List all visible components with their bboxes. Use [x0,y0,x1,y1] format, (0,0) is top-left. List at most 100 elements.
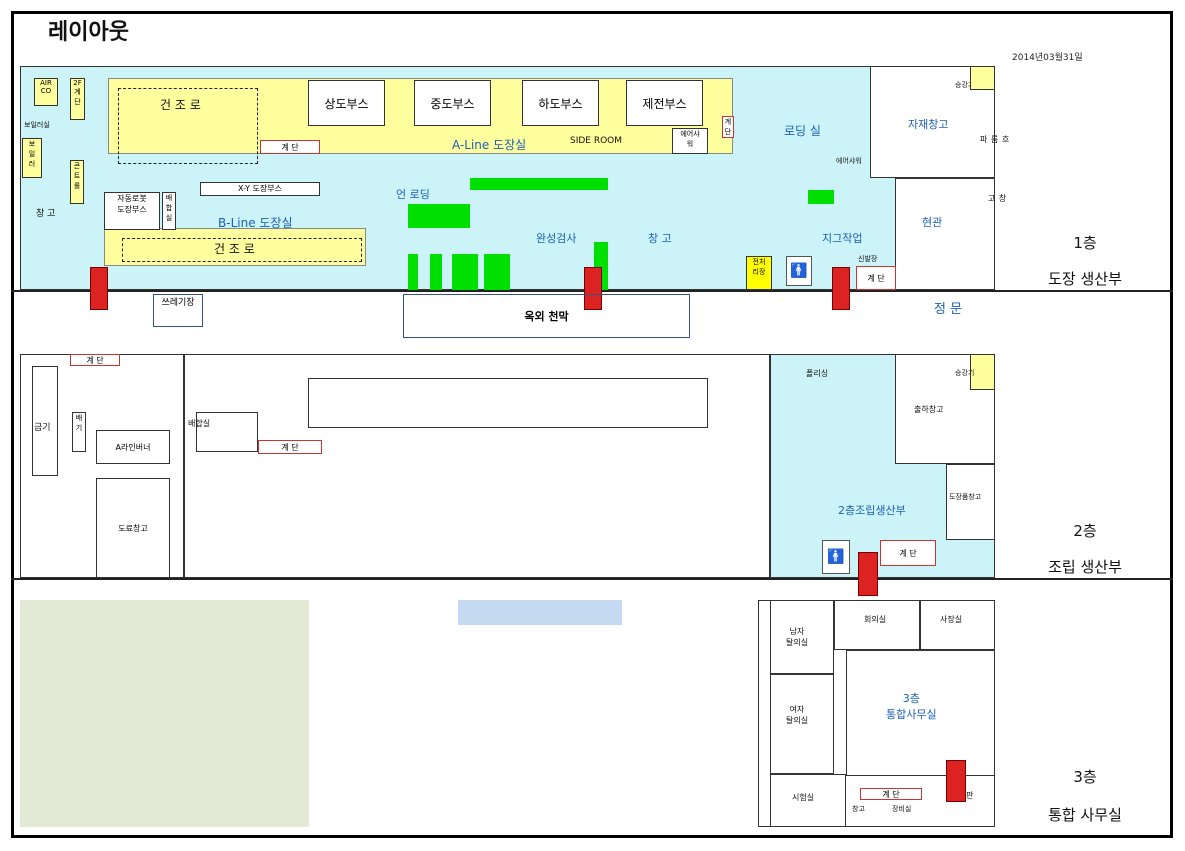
floor2-separator [11,578,1173,580]
men-locker-label: 남자 탈의실 [786,627,809,647]
men-locker-room [770,600,834,674]
assembly-label: 2층조립생산부 [838,504,906,517]
polish-label: 폴리싱 [806,369,829,378]
green-block-1 [408,204,470,228]
stair-f2-left: 계 단 [70,354,120,366]
shipping-storage-label: 출하창고 [914,405,944,414]
exhaust-box: 배 기 [72,412,86,452]
equipment-label: 장비실 [892,805,912,813]
paint-storage-2-box: 도료창고 [96,478,170,578]
stair-a-line: 계 단 [260,140,320,154]
final-inspection-label: 완성검사 [536,232,577,245]
loading-room-label: 로딩 실 [784,124,821,138]
air-shower-2-label: 에어샤워 [836,157,862,165]
green-block-4 [452,254,478,290]
b-line-dry-label: 건 조 로 [214,242,255,256]
fire-extinguisher-icon [832,267,850,310]
floor2-center-block [308,378,708,428]
green-block-5 [484,254,510,290]
pretreat-box: 전처 리장 [746,256,772,290]
ventilation-label: 흐 름 파 [979,135,1010,143]
boiler-box: 보 일 러 [22,138,42,178]
floor3-blue-area [458,600,622,625]
mixing-box-f1: 배 합 실 [162,192,176,230]
plan-frame [11,11,1173,838]
xy-booth-box: X-Y 도장부스 [200,182,320,196]
stair-f2-right: 계 단 [880,540,936,566]
control-box: 콘 트 롤 [70,160,84,204]
b-line-dry-area [104,228,366,266]
restroom-icon-f2: 🚹 [822,540,850,574]
storage-f3-label: 창고 [852,805,865,813]
a-line-label: A-Line 도장실 [452,138,527,152]
b-line-label: B-Line 도장실 [218,216,293,230]
women-locker-label: 여자 탈의실 [786,705,809,725]
president-label: 사장실 [940,615,963,624]
office-room [846,650,995,776]
lift-label-f2: 승강기 [955,369,975,377]
meeting-label: 회의실 [864,615,887,624]
lift-box-f2 [970,354,995,390]
fire-extinguisher-icon [858,552,878,596]
materials-storage-label: 자재창고 [908,118,949,131]
paint-storage-room [32,366,58,476]
booth-base-coat: 하도부스 [522,80,599,126]
booth-antistatic: 제전부스 [626,80,703,126]
floor3-green-area [20,600,309,827]
floor3-name: 통합 사무실 [1048,806,1122,824]
floor2-number: 2층 [1073,522,1097,540]
a-line-dry-loop [118,88,258,164]
jig-work-label: 지그작업 [822,232,863,245]
page-title: 레이아웃 [48,20,129,45]
entrance-label: 현관 [922,216,943,229]
floor1-number: 1층 [1073,234,1097,252]
side-room-label: SIDE ROOM [570,136,623,146]
painted-storage-label: 도장품창고 [949,493,982,501]
conveyor-green-top [470,178,608,190]
floor1-name: 도장 생산부 [1048,270,1122,288]
test-room [770,774,846,827]
storage-right-label: 창 고 [987,194,1007,202]
test-room-label: 시험실 [792,793,815,802]
green-block-7 [808,190,834,204]
stair-f2-mid: 계 단 [258,440,322,454]
stair-b-label: 판 [966,791,974,800]
president-room [920,600,995,650]
booth-mid-coat: 중도부스 [414,80,491,126]
lift-label-f1: 승강기 [955,81,975,89]
painted-storage-room [946,464,995,540]
boiler-room-label: 보일러실 [24,121,50,129]
mixing-label-f2: 배합실 [188,419,211,428]
green-block-2 [408,254,418,290]
main-gate-label: 정 문 [934,302,963,317]
restroom-icon-f1: 🚹 [786,256,812,286]
fire-extinguisher-icon [90,267,108,310]
stair-right-box: 계 단 [722,116,734,138]
lift-box-f1 [970,66,995,90]
stair-2f-box: 2F 계 단 [70,78,85,120]
fire-extinguisher-icon [946,760,966,802]
floor3-number: 3층 [1073,768,1097,786]
date-label: 2014년03월31일 [1012,53,1083,63]
a-line-dry-label: 건 조 로 [160,98,201,112]
a-line-burner-box: A라인버너 [96,430,170,464]
air-compressor-box: AIR CO [34,78,58,106]
entrance-room [895,178,995,290]
unloading-label: 언 로딩 [396,188,430,201]
storage-left-label: 창 고 [36,209,56,219]
fire-extinguisher-icon [584,267,602,310]
b-line-dry-loop [122,238,362,262]
meeting-room [834,600,920,650]
women-locker-room [770,674,834,774]
green-block-3 [430,254,442,290]
trash-area: 쓰레기장 [153,294,203,327]
storage-mid-label: 창 고 [648,232,672,245]
floor2-name: 조립 생산부 [1048,558,1122,576]
office-label: 3층 통합사무실 [886,692,937,721]
shoe-rack-label: 신발장 [858,255,878,263]
mixing-room-f2 [196,412,258,452]
outdoor-canopy: 옥외 천막 [403,294,690,338]
paint-storage-label: 금기 [34,423,51,433]
robot-booth-box: 자동로봇 도장부스 [104,192,160,230]
stair-f3: 계 단 [860,788,922,800]
